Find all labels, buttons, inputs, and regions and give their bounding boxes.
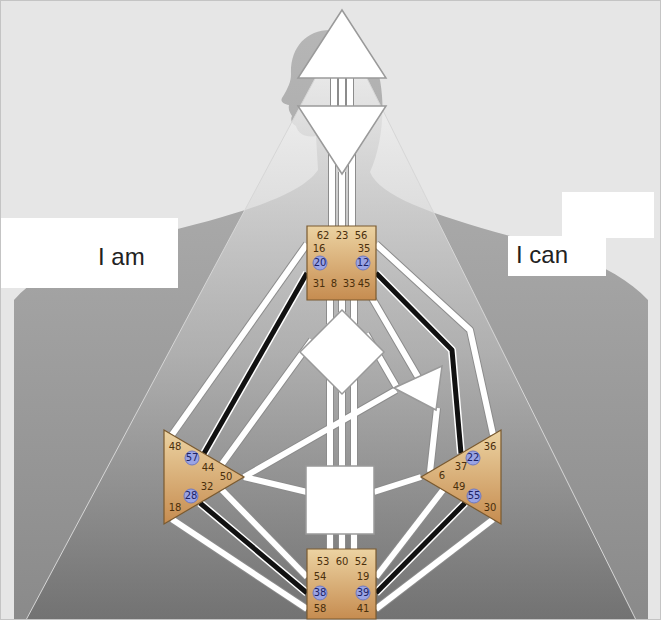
- open-channel: [222, 490, 307, 577]
- label-patch: [508, 236, 606, 276]
- gate-center: 36 2237 6 495530: [421, 430, 501, 524]
- open-channel: [172, 244, 307, 435]
- gate-number: 36: [484, 442, 497, 452]
- channel-connector: [376, 273, 461, 454]
- gate-highlight: [313, 256, 327, 270]
- gate-number: 54: [314, 572, 327, 582]
- defined-channel: [204, 273, 307, 454]
- ajna-center: [298, 106, 386, 174]
- gate-center: 48 5744 50 322818: [164, 430, 244, 524]
- gate-number: 41: [357, 604, 370, 614]
- gate-number: 30: [484, 503, 497, 513]
- gate-number: 39: [357, 588, 370, 598]
- gate-number: 8: [331, 279, 337, 289]
- gate-number: 33: [343, 279, 356, 289]
- gate-highlight: [185, 451, 199, 465]
- channel-connector: [204, 273, 307, 454]
- gate-number: 16: [313, 244, 326, 254]
- open-channel: [376, 490, 443, 577]
- gate-number: 28: [185, 491, 198, 501]
- center-outline: [307, 549, 376, 619]
- gate-number: 32: [201, 482, 214, 492]
- gate-highlight: [184, 489, 198, 503]
- channel-connector: [376, 490, 443, 577]
- gate-number: 49: [453, 482, 466, 492]
- light-triangle: [26, 28, 636, 620]
- gate-number: 38: [314, 588, 327, 598]
- channel-connector: [376, 244, 493, 435]
- gate-number: 23: [336, 231, 349, 241]
- gate-center: 53 60 52 54 19 38 39 58 41: [307, 549, 376, 619]
- gate-number: 20: [314, 258, 327, 268]
- gate-number: 60: [336, 557, 349, 567]
- gate-highlight: [356, 586, 370, 600]
- center-outline: [164, 430, 244, 524]
- gate-highlight: [467, 489, 481, 503]
- channel-outline: [172, 244, 307, 435]
- defined-channel: [376, 273, 461, 454]
- gate-number: 12: [357, 258, 370, 268]
- side-label: I can: [516, 241, 568, 269]
- channel-outline: [376, 273, 461, 454]
- gate-number: 53: [317, 557, 330, 567]
- channel-outline: [376, 244, 493, 435]
- open-channel: [376, 244, 493, 435]
- gate-highlight: [356, 256, 370, 270]
- channel-outline: [222, 490, 307, 577]
- sacral-center: [306, 466, 374, 534]
- gate-number: 44: [202, 463, 215, 473]
- gate-number: 58: [314, 604, 327, 614]
- gate-number: 52: [355, 557, 368, 567]
- gate-number: 55: [468, 491, 481, 501]
- channel-connector: [172, 244, 307, 435]
- side-label: I am: [98, 243, 145, 271]
- gate-number: 19: [357, 572, 370, 582]
- gate-highlight: [313, 586, 327, 600]
- gate-number: 18: [169, 503, 182, 513]
- gate-number: 37: [455, 462, 468, 472]
- channel-connector: [200, 503, 307, 593]
- channel-connector: [222, 490, 307, 577]
- center-outline: [307, 226, 376, 300]
- channel-outline: [204, 273, 307, 454]
- gate-number: 48: [169, 442, 182, 452]
- gate-number: 31: [313, 279, 326, 289]
- gate-center: 62 23 56 16 35 20 12 31 8 3345: [307, 226, 376, 300]
- g-center: [300, 310, 384, 394]
- label-patch: [562, 192, 654, 238]
- channel-outline: [376, 490, 443, 577]
- gate-number: 56: [355, 231, 368, 241]
- gate-highlight: [466, 451, 480, 465]
- label-patch: [0, 218, 178, 288]
- head-center: [298, 10, 386, 78]
- gate-number: 50: [220, 472, 233, 482]
- gate-number: 45: [358, 279, 371, 289]
- center-outline: [421, 430, 501, 524]
- gate-number: 22: [467, 453, 480, 463]
- gate-number: 6: [439, 471, 445, 481]
- channel-outline: [200, 503, 307, 593]
- defined-channel: [200, 503, 307, 593]
- gate-number: 62: [317, 231, 330, 241]
- gate-number: 57: [186, 453, 199, 463]
- heart-center: [394, 366, 442, 410]
- gate-number: 35: [358, 244, 371, 254]
